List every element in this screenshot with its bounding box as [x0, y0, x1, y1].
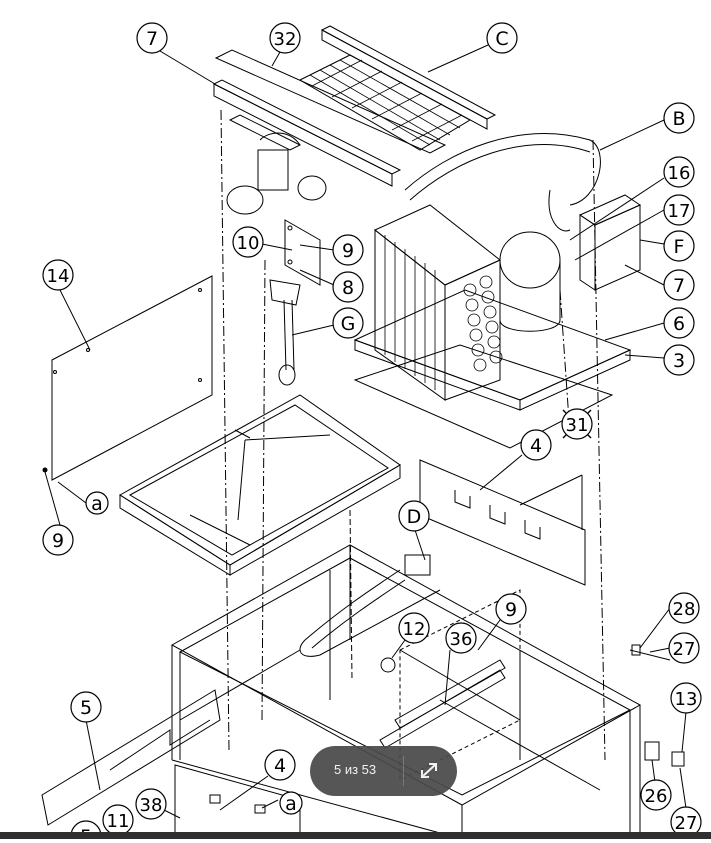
callout-circle — [135, 788, 167, 820]
callout-circle — [663, 344, 695, 376]
callout-label: 3 — [673, 350, 685, 372]
callout-label: 31 — [566, 415, 589, 436]
page-counter: 5 из 53 — [334, 762, 377, 777]
callout-circle — [70, 691, 102, 723]
callout-circle — [663, 307, 695, 339]
callout-circle — [269, 22, 301, 54]
callout-label: 7 — [146, 28, 158, 50]
callout-label: 6 — [673, 313, 685, 335]
callout-circle — [332, 307, 364, 339]
callout-label: 11 — [107, 811, 130, 832]
callout-label: 32 — [274, 29, 297, 50]
callout-label: 9 — [52, 530, 64, 552]
callout-label: 7 — [673, 275, 685, 297]
callout-label: 27 — [673, 639, 696, 660]
callout-circle — [398, 500, 430, 532]
callout-circle — [670, 682, 702, 714]
callout-label: 36 — [450, 629, 473, 650]
callout-label: 9 — [505, 599, 517, 621]
callout-label: a — [91, 493, 103, 515]
callout-label: a — [285, 793, 297, 815]
callout-label: 10 — [237, 233, 260, 254]
callout-label: 9 — [342, 240, 354, 262]
callout-circle — [136, 22, 168, 54]
callout-circle — [640, 779, 672, 811]
callout-circle — [663, 156, 695, 188]
callout-label: 13 — [675, 689, 698, 710]
callout-label: B — [672, 108, 685, 130]
callout-circle — [264, 749, 296, 781]
pill-divider — [403, 756, 404, 786]
callout-circle — [561, 408, 593, 440]
callout-circle — [279, 791, 303, 815]
callout-label: 28 — [673, 599, 696, 620]
callout-label: 17 — [668, 201, 691, 222]
callout-circle — [332, 234, 364, 266]
callout-circle — [520, 429, 552, 461]
callout-circle — [663, 230, 695, 262]
callout-label: F — [674, 236, 685, 258]
callout-circle — [85, 491, 109, 515]
callout-circle — [42, 259, 74, 291]
callout-circle — [663, 194, 695, 226]
callout-circle — [332, 271, 364, 303]
callout-circle — [663, 269, 695, 301]
callout-circle — [663, 102, 695, 134]
expand-arrows-icon[interactable] — [412, 756, 446, 786]
callout-label: 4 — [274, 755, 286, 777]
callout-label: 8 — [342, 277, 354, 299]
callout-circle — [42, 524, 74, 556]
callout-label: 16 — [668, 163, 691, 184]
page-viewer-pill: 5 из 53 — [310, 746, 457, 796]
callout-label: 12 — [403, 619, 426, 640]
callout-circle — [445, 622, 477, 654]
callout-label: 26 — [645, 786, 668, 807]
callout-label: 27 — [675, 813, 698, 834]
callout-label: 5 — [80, 697, 92, 719]
callout-label: 14 — [47, 266, 70, 287]
callout-label: D — [407, 506, 422, 528]
callout-label: G — [341, 313, 356, 335]
callout-circle — [668, 632, 700, 664]
callout-circle — [486, 22, 518, 54]
callout-circle — [232, 226, 264, 258]
callout-label: 38 — [140, 795, 163, 816]
callout-label: C — [495, 28, 508, 50]
callout-circle — [495, 593, 527, 625]
bottom-bar — [0, 832, 711, 839]
callout-circle — [668, 592, 700, 624]
callout-circle — [398, 612, 430, 644]
callout-label: 4 — [530, 435, 542, 457]
